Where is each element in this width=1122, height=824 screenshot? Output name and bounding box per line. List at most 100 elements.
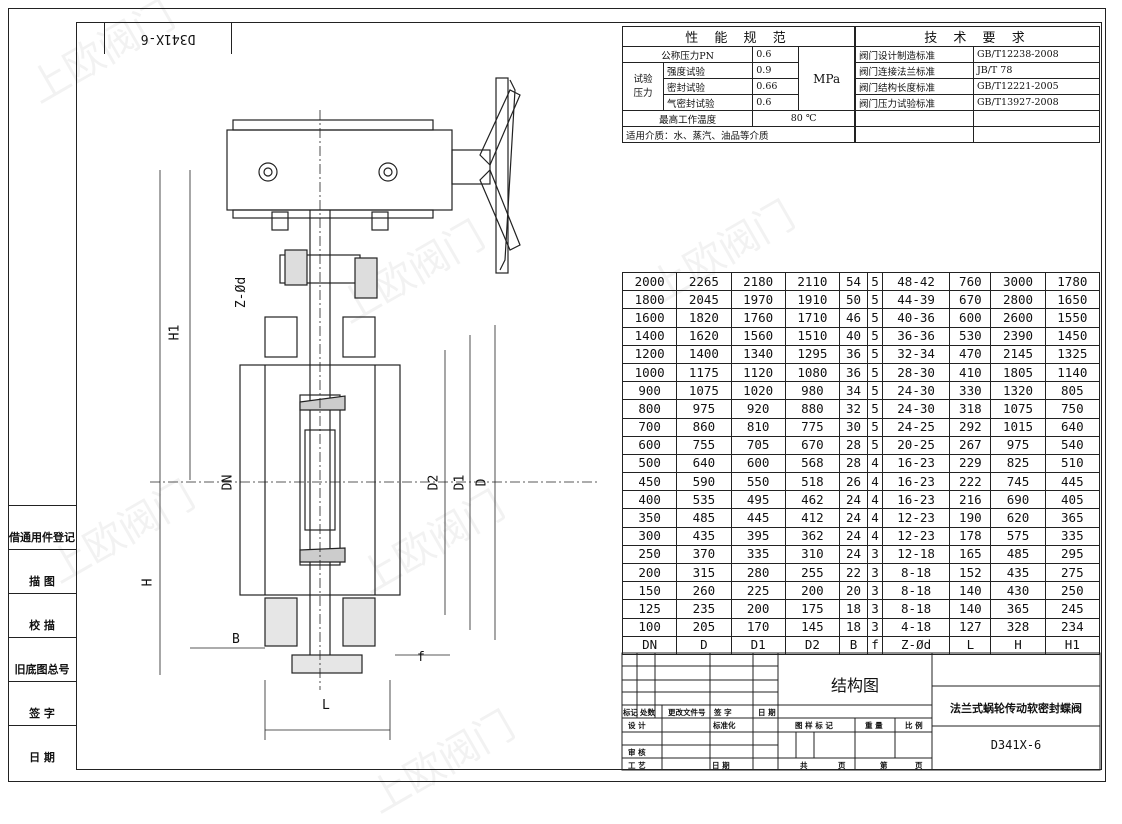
tb-label-date2: 日 期 xyxy=(712,761,730,770)
dimension-cell: 435 xyxy=(676,526,732,546)
product-name: 法兰式蜗轮传动软密封蝶阀 xyxy=(950,702,1082,715)
dimension-cell: 600 xyxy=(730,453,786,474)
dimension-cell: 36-36 xyxy=(881,326,951,346)
dimension-cell: 2045 xyxy=(676,290,732,310)
dimension-cell: 518 xyxy=(784,472,841,492)
side-label: 描 图 xyxy=(8,549,76,593)
dimension-header-cell: DN xyxy=(621,635,678,655)
test-pressure-label: 试验 压力 xyxy=(622,62,664,111)
dimension-cell: 2180 xyxy=(730,271,786,292)
dimension-cell: 292 xyxy=(949,417,992,437)
tb-label-page: 页 xyxy=(915,761,923,770)
dimension-cell: 1550 xyxy=(1044,308,1101,328)
dimension-cell: 920 xyxy=(730,399,786,419)
dimension-cell: 18 xyxy=(838,617,869,637)
product-code: D341X-6 xyxy=(990,738,1042,752)
side-label: 校 描 xyxy=(8,593,76,637)
tb-label-mark: 标记 xyxy=(623,708,638,717)
drawing-type-title: 结构图 xyxy=(830,676,879,695)
dimension-cell: 335 xyxy=(1044,526,1101,546)
dimension-cell: 24 xyxy=(838,508,869,528)
dimension-cell: 170 xyxy=(730,617,786,637)
dimension-cell: 48-42 xyxy=(881,271,951,292)
dimension-cell: 225 xyxy=(730,581,786,601)
tb-label-pattern-mark: 图 样 标 记 xyxy=(795,721,833,730)
dimension-cell: 18 xyxy=(838,599,869,619)
dimension-cell: 28 xyxy=(838,453,869,474)
dimension-cell: 975 xyxy=(990,435,1046,455)
dimension-cell: 530 xyxy=(949,326,992,346)
dimension-cell: 44-39 xyxy=(881,290,951,310)
dimension-cell: 2600 xyxy=(990,308,1046,328)
dimension-cell: 1295 xyxy=(784,344,841,364)
dimension-cell: 670 xyxy=(949,290,992,310)
dimension-cell: 5 xyxy=(867,290,883,310)
dim-label-f: f xyxy=(417,650,425,665)
side-label-column: 借通用件登记 描 图 校 描 旧底图总号 签 字 日 期 xyxy=(8,505,76,769)
dimension-cell: 640 xyxy=(676,453,732,474)
dimension-cell: 975 xyxy=(676,399,732,419)
title-block-grid xyxy=(621,652,1101,771)
tb-label-process: 工 艺 xyxy=(628,761,646,770)
dimension-cell: 450 xyxy=(621,472,678,492)
dimension-cell: 690 xyxy=(990,490,1046,510)
dimension-cell: 800 xyxy=(621,399,678,419)
dimension-cell: 1510 xyxy=(784,326,841,346)
dimension-cell: 330 xyxy=(949,381,992,401)
dimension-cell: 500 xyxy=(621,453,678,474)
dimension-cell: 1710 xyxy=(784,308,841,328)
tb-label-design: 设 计 xyxy=(628,721,646,730)
tb-label-review: 审 核 xyxy=(628,748,646,757)
dimension-cell: 365 xyxy=(990,599,1046,619)
dimension-cell: 1800 xyxy=(621,290,678,310)
dimension-cell: 575 xyxy=(990,526,1046,546)
dimension-cell: 24-25 xyxy=(881,417,951,437)
dimension-cell: 760 xyxy=(949,271,992,292)
dimension-cell: 8-18 xyxy=(881,562,951,583)
dimension-cell: 26 xyxy=(838,472,869,492)
dimension-cell: 50 xyxy=(838,290,869,310)
tb-label-count: 处数 xyxy=(640,708,655,717)
dimension-cell: 1000 xyxy=(621,362,678,383)
tb-label-date: 日 期 xyxy=(758,708,776,717)
handwheel-hub xyxy=(451,149,491,185)
dimension-cell: 5 xyxy=(867,344,883,364)
tb-label-scale: 比 例 xyxy=(905,721,923,730)
dimension-cell: 34 xyxy=(838,381,869,401)
dimension-cell: 2800 xyxy=(990,290,1046,310)
drawing-inner-frame xyxy=(76,22,1102,770)
dimension-cell: 1120 xyxy=(730,362,786,383)
dimension-cell: 16-23 xyxy=(881,490,951,510)
dimension-cell: 412 xyxy=(784,508,841,528)
side-label: 签 字 xyxy=(8,681,76,725)
dimension-cell: 24 xyxy=(838,526,869,546)
dimension-cell: 2145 xyxy=(990,344,1046,364)
dimension-cell: 205 xyxy=(676,617,732,637)
side-label: 旧底图总号 xyxy=(8,637,76,681)
dimension-cell: 8-18 xyxy=(881,581,951,601)
dimension-cell: 40-36 xyxy=(881,308,951,328)
dimension-cell: 32-34 xyxy=(881,344,951,364)
dimension-cell: 362 xyxy=(784,526,841,546)
dimension-cell: 1910 xyxy=(784,290,841,310)
dimension-cell: 495 xyxy=(730,490,786,510)
dimension-cell: 410 xyxy=(949,362,992,383)
dimension-cell: 810 xyxy=(730,417,786,437)
dimension-cell: 1075 xyxy=(676,381,732,401)
tb-label-standardize: 标准化 xyxy=(713,721,736,730)
dimension-cell: 30 xyxy=(838,417,869,437)
dimension-cell: 880 xyxy=(784,399,841,419)
dimension-cell: 100 xyxy=(621,617,678,637)
dimension-cell: 1080 xyxy=(784,362,841,383)
